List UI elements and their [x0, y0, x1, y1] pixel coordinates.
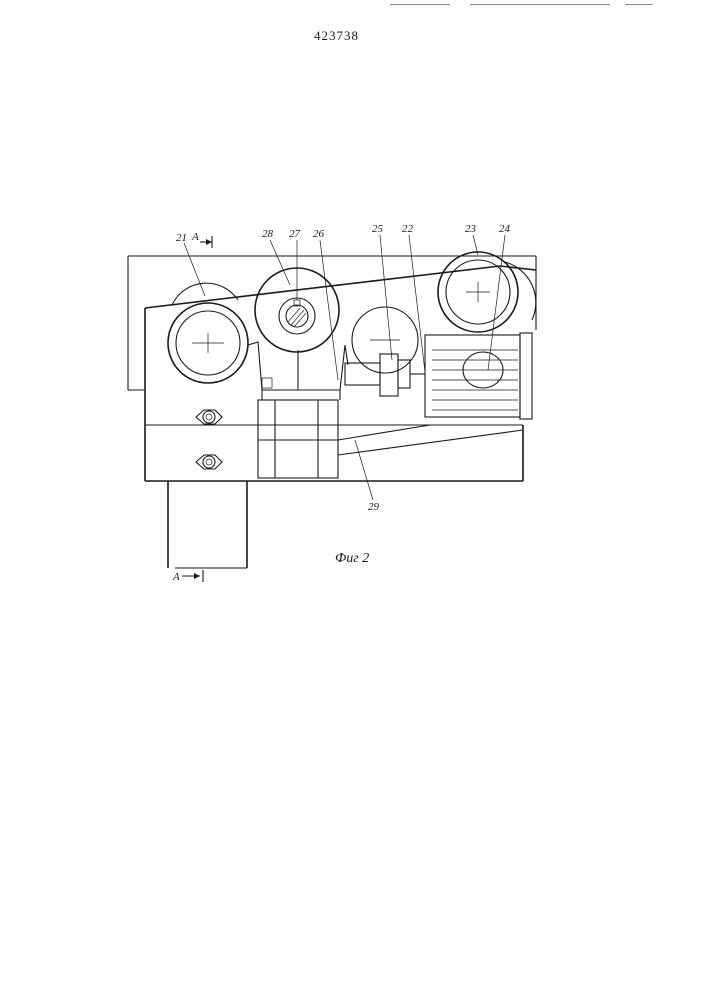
roller-23 — [438, 252, 536, 332]
leader-29 — [355, 440, 373, 500]
bolt-upper — [196, 410, 222, 424]
bolt-lower — [196, 455, 222, 469]
leader-25 — [380, 235, 392, 360]
motor-base — [258, 400, 523, 478]
reducer-housing — [248, 342, 348, 400]
callout-29: 29 — [368, 501, 380, 513]
coupling-25 — [345, 354, 425, 396]
figure-caption: Фиг 2 — [335, 551, 369, 566]
callout-26: 26 — [313, 228, 325, 240]
callout-24: 24 — [499, 223, 511, 235]
callout-22: 22 — [402, 223, 414, 235]
callout-21: 21 — [176, 232, 187, 244]
section-mark-top: A — [191, 231, 212, 248]
callout-25: 25 — [372, 223, 384, 235]
callout-27: 27 — [289, 228, 301, 240]
section-mark-bottom: A — [172, 570, 203, 583]
leader-26 — [320, 240, 338, 380]
housing-plate — [145, 266, 536, 481]
callout-28: 28 — [262, 228, 274, 240]
leader-28 — [270, 240, 290, 285]
callout-23: 23 — [465, 223, 477, 235]
section-label-top: A — [191, 231, 199, 243]
motor-24 — [425, 333, 532, 419]
support-column — [168, 481, 247, 568]
section-label-bottom: A — [172, 571, 180, 583]
roller-21 — [168, 283, 248, 383]
